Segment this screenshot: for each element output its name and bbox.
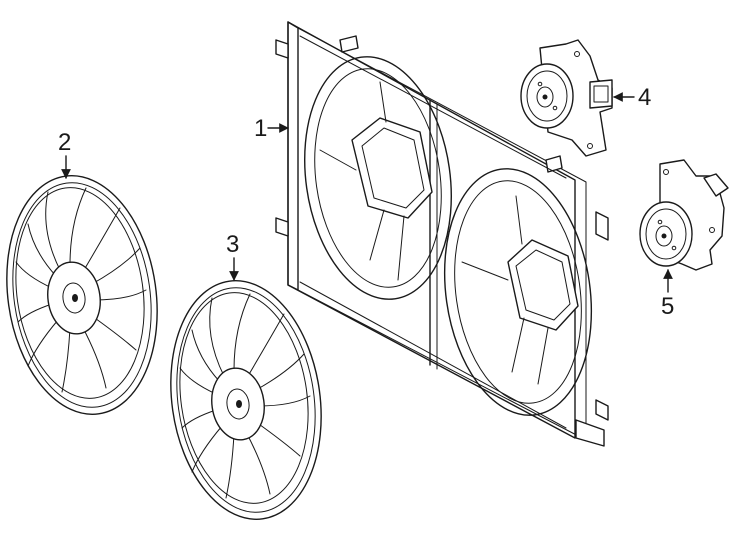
callout-3-label: 3 — [226, 231, 239, 258]
callout-1-label: 1 — [254, 115, 267, 142]
fan-blade-center-icon — [170, 280, 322, 520]
callout-4-label: 4 — [638, 84, 651, 111]
fan-blade-left-icon — [6, 175, 158, 415]
callout-1: 1 — [254, 115, 289, 142]
callout-2: 2 — [58, 129, 71, 179]
callout-5-label: 5 — [661, 293, 674, 320]
callout-2-label: 2 — [58, 129, 71, 156]
fan-shroud-icon — [275, 21, 609, 447]
callout-3: 3 — [226, 231, 239, 281]
callout-4: 4 — [613, 84, 651, 111]
fan-motor-upper-icon — [520, 39, 613, 157]
fan-motor-lower-icon — [639, 159, 729, 271]
callout-5: 5 — [661, 269, 674, 320]
